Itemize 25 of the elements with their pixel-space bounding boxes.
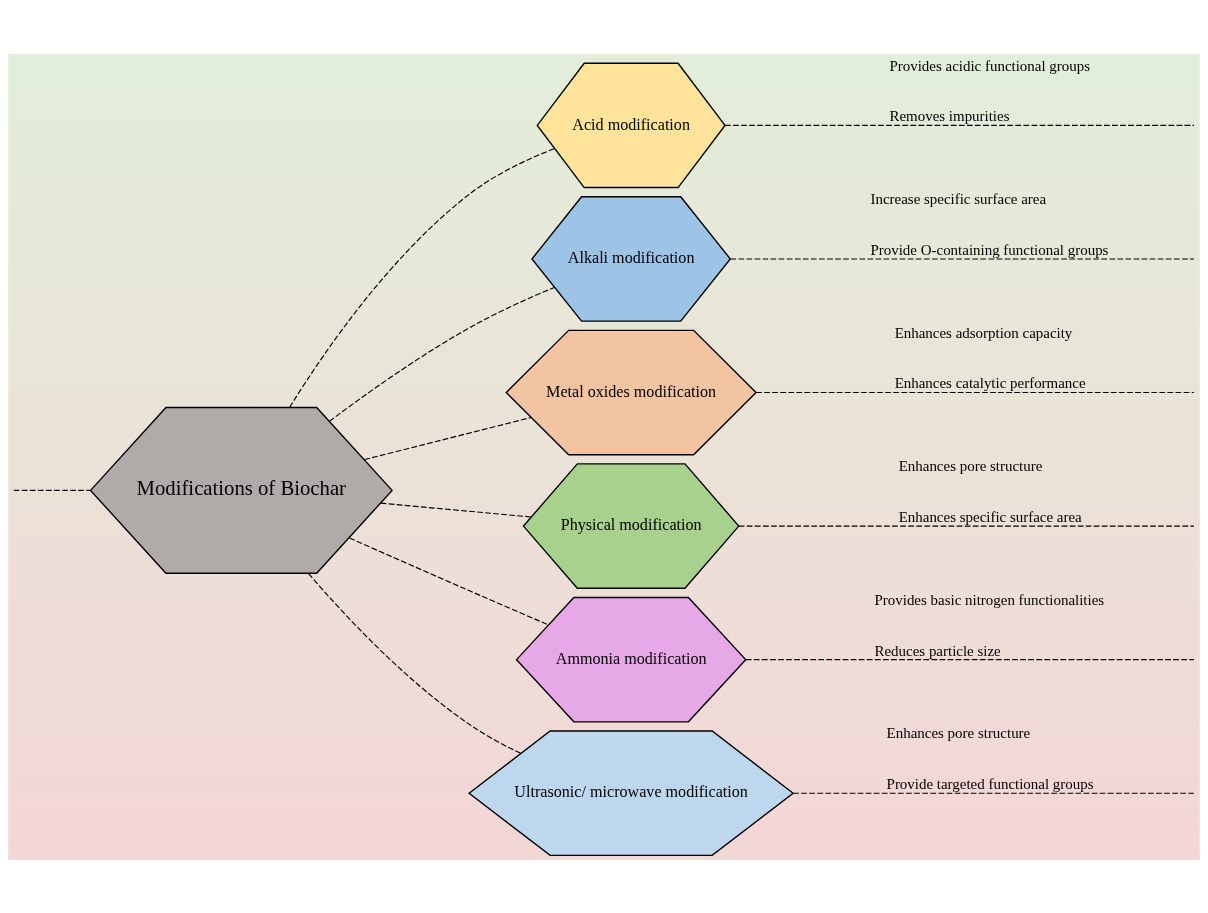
node-label: Provides acidic functional groups [889,57,1091,74]
node-label: Provide O-containing functional groups [870,241,1109,258]
connector [745,658,1195,660]
connector [380,502,532,518]
node-label: Enhances pore structure [898,457,1043,474]
connector [724,124,1195,126]
connector [792,792,1195,794]
connector [755,391,1195,393]
node-label: Enhances adsorption capacity [894,324,1073,341]
node-label: Enhances specific surface area [898,508,1082,525]
connector [328,286,555,422]
node-label: Provides basic nitrogen functionalities [874,591,1105,608]
node-label: Provide targeted functional groups [886,775,1094,792]
node-label: Enhances catalytic performance [894,374,1086,391]
connector [729,257,1195,260]
connector [13,489,92,491]
node-label: Reduces particle size [874,642,1001,659]
connector [348,536,549,625]
connector [308,572,522,754]
connector [738,525,1195,527]
connector [289,147,555,408]
node-label: Removes impurities [889,107,1010,124]
node-label: Enhances pore structure [886,724,1031,741]
connector [363,416,532,460]
node-label: Increase specific surface area [870,190,1047,207]
